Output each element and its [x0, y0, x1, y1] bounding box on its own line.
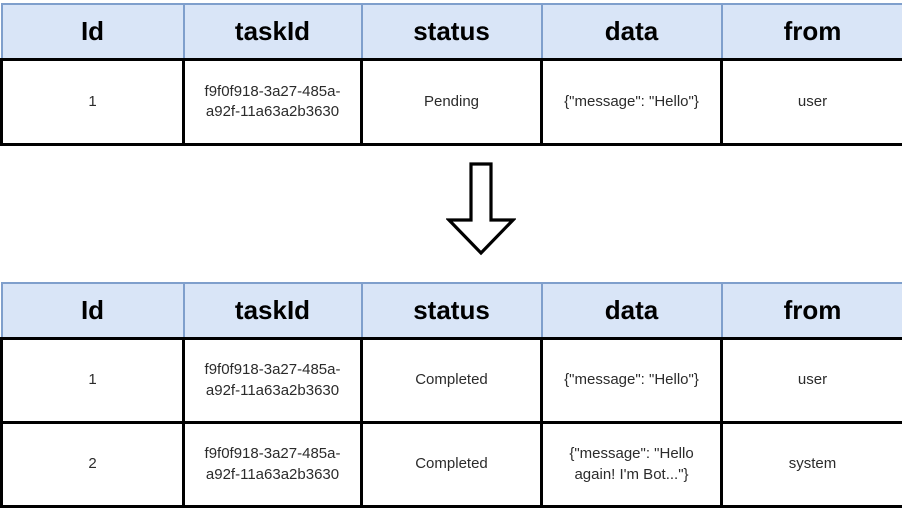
table-header-row: Id taskId status data from: [2, 4, 902, 60]
cell-id: 1: [2, 60, 184, 145]
column-header-from: from: [722, 4, 902, 60]
cell-from: user: [722, 339, 902, 423]
table-row: 1 f9f0f918-3a27-485a-a92f-11a63a2b3630 P…: [2, 60, 902, 145]
column-header-taskid: taskId: [184, 283, 362, 339]
cell-taskid: f9f0f918-3a27-485a-a92f-11a63a2b3630: [184, 339, 362, 423]
task-table-after: Id taskId status data from 1 f9f0f918-3a…: [0, 282, 902, 508]
cell-data: {"message": "Hello again! I'm Bot..."}: [542, 423, 722, 507]
cell-id: 1: [2, 339, 184, 423]
table-header-row: Id taskId status data from: [2, 283, 902, 339]
cell-status: Completed: [362, 339, 542, 423]
column-header-data: data: [542, 4, 722, 60]
column-header-id: Id: [2, 4, 184, 60]
column-header-data: data: [542, 283, 722, 339]
table-row: 2 f9f0f918-3a27-485a-a92f-11a63a2b3630 C…: [2, 423, 902, 507]
cell-taskid: f9f0f918-3a27-485a-a92f-11a63a2b3630: [184, 423, 362, 507]
task-table-before: Id taskId status data from 1 f9f0f918-3a…: [0, 3, 902, 146]
column-header-id: Id: [2, 283, 184, 339]
column-header-from: from: [722, 283, 902, 339]
column-header-taskid: taskId: [184, 4, 362, 60]
cell-status: Completed: [362, 423, 542, 507]
cell-id: 2: [2, 423, 184, 507]
cell-status: Pending: [362, 60, 542, 145]
cell-data: {"message": "Hello"}: [542, 339, 722, 423]
down-arrow-icon: [446, 162, 516, 256]
column-header-status: status: [362, 283, 542, 339]
cell-from: system: [722, 423, 902, 507]
cell-from: user: [722, 60, 902, 145]
cell-data: {"message": "Hello"}: [542, 60, 722, 145]
column-header-status: status: [362, 4, 542, 60]
table-row: 1 f9f0f918-3a27-485a-a92f-11a63a2b3630 C…: [2, 339, 902, 423]
cell-taskid: f9f0f918-3a27-485a-a92f-11a63a2b3630: [184, 60, 362, 145]
